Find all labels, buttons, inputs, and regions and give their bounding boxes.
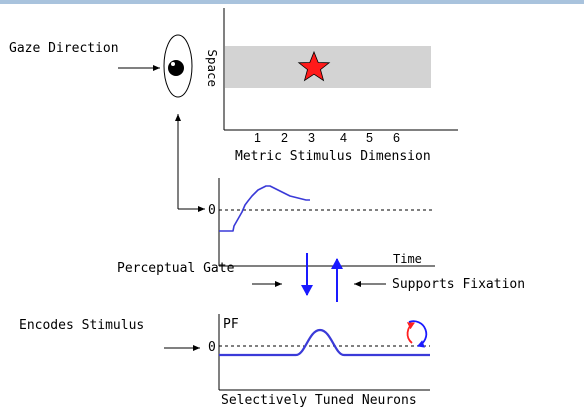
zero-label-tuned: 0 (208, 340, 216, 355)
gate-response-curve (219, 185, 310, 232)
space-axis-label: Space (205, 49, 221, 88)
gaze-direction-label: Gaze Direction (9, 41, 119, 56)
tick-2: 2 (281, 131, 288, 145)
zero-label-gate: 0 (208, 203, 216, 218)
eye-icon (163, 34, 193, 98)
tuned-neurons-plot (218, 314, 430, 391)
selectively-tuned-label: Selectively Tuned Neurons (221, 393, 417, 408)
top-accent-bar (0, 0, 584, 4)
tuning-curve (219, 328, 430, 357)
supports-fixation-label: Supports Fixation (392, 277, 526, 292)
tick-6: 6 (393, 131, 400, 145)
star-icon (297, 50, 331, 82)
tick-4: 4 (340, 131, 347, 145)
perceptual-gate-plot (218, 178, 435, 267)
feedback-arrow (175, 114, 205, 212)
perceptual-gate-label: Perceptual Gate (117, 261, 235, 276)
pf-label: PF (223, 317, 239, 332)
cycle-arrows-icon (406, 320, 428, 348)
tick-1: 1 (254, 131, 261, 145)
encodes-stimulus-label: Encodes Stimulus (19, 318, 145, 333)
tick-5: 5 (366, 131, 373, 145)
tick-3: 3 (308, 131, 315, 145)
stimulus-space-plot (223, 8, 458, 131)
time-axis-label: Time (393, 252, 422, 266)
metric-dimension-label: Metric Stimulus Dimension (235, 149, 431, 164)
space-band (225, 46, 431, 88)
